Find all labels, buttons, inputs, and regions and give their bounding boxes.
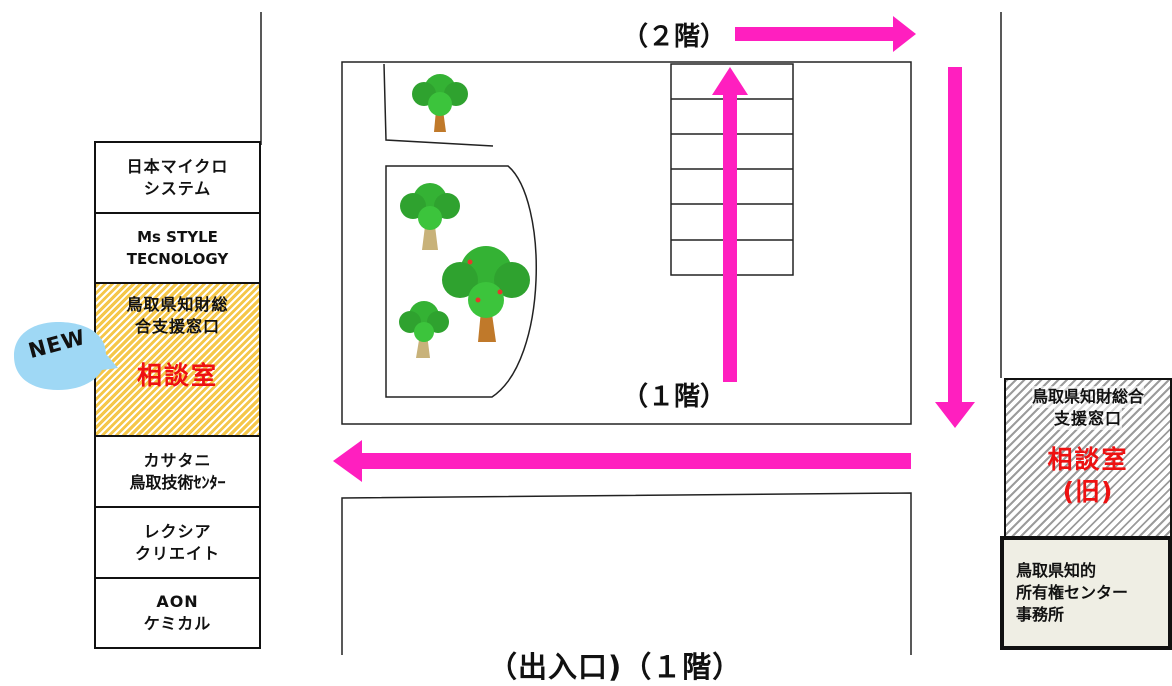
tenant-name-line: 日本マイクロ	[126, 156, 229, 176]
floor-label-1f: （１階）	[622, 382, 727, 412]
arrow-down-icon	[935, 67, 975, 428]
tenant-name-line: AON	[156, 592, 199, 611]
tenant-kasatani: カサタニ 鳥取技術ｾﾝﾀｰ	[94, 435, 261, 508]
tenant-name-line: 鳥取県知財総合	[1031, 386, 1144, 408]
tenant-name-line: 鳥取技術ｾﾝﾀｰ	[129, 472, 226, 492]
tenant-aon-chemical: AON ケミカル	[94, 577, 261, 649]
upper-building	[341, 61, 912, 425]
tenant-name-line: システム	[143, 178, 212, 198]
consultation-room-label: 相談室	[136, 361, 218, 390]
new-badge	[14, 322, 118, 390]
lower-building	[341, 492, 912, 655]
tottori-ip-center-office: 鳥取県知的 所有権センター 事務所	[1000, 536, 1172, 650]
tenant-name-line: カサタニ	[143, 450, 212, 470]
tree-icon	[412, 74, 468, 132]
tree-icon	[399, 301, 449, 358]
arrow-left-icon	[333, 440, 911, 482]
old-consultation-room-label: 相談室	[1047, 445, 1129, 474]
tenant-name-line: 支援窓口	[1053, 408, 1122, 430]
tenant-name-line: 鳥取県知財総	[126, 295, 229, 314]
tenant-ms-style: Ms STYLE TECNOLOGY	[94, 212, 261, 284]
tenant-lexia-create: レクシア クリエイト	[94, 506, 261, 579]
tenant-nihon-micro-system: 日本マイクロ システム	[94, 141, 261, 214]
tree-icon	[442, 246, 530, 342]
route-arrows	[333, 16, 975, 482]
tenant-name-line: 所有権センター	[1016, 583, 1129, 602]
tenant-name-line: 事務所	[1016, 605, 1065, 624]
old-indicator-label: (旧)	[1062, 477, 1114, 506]
floor-label-2f: （２階）	[622, 22, 727, 52]
tenant-name-line: 鳥取県知的	[1016, 561, 1097, 580]
tenant-name-line: 合支援窓口	[134, 317, 220, 336]
garden-bed-large	[385, 165, 537, 398]
tree-icon	[400, 183, 460, 250]
old-ip-support-office: 鳥取県知財総合 支援窓口 相談室 (旧)	[1004, 378, 1172, 538]
tenant-ip-support-consultation-room: 鳥取県知財総 合支援窓口 相談室	[94, 282, 261, 437]
garden-bed-small	[383, 63, 494, 147]
tenant-name-line: Ms STYLE	[137, 228, 218, 246]
tenant-name-line: レクシア	[143, 521, 212, 541]
arrow-up-icon	[712, 67, 748, 382]
tenant-name-line: クリエイト	[134, 543, 220, 563]
tenant-name-line: ケミカル	[143, 614, 212, 633]
floor-map	[260, 12, 1002, 655]
entrance-label: （出入口)（１階）	[488, 650, 743, 684]
tenant-name-line: TECNOLOGY	[126, 250, 229, 268]
arrow-right-icon	[735, 16, 916, 52]
